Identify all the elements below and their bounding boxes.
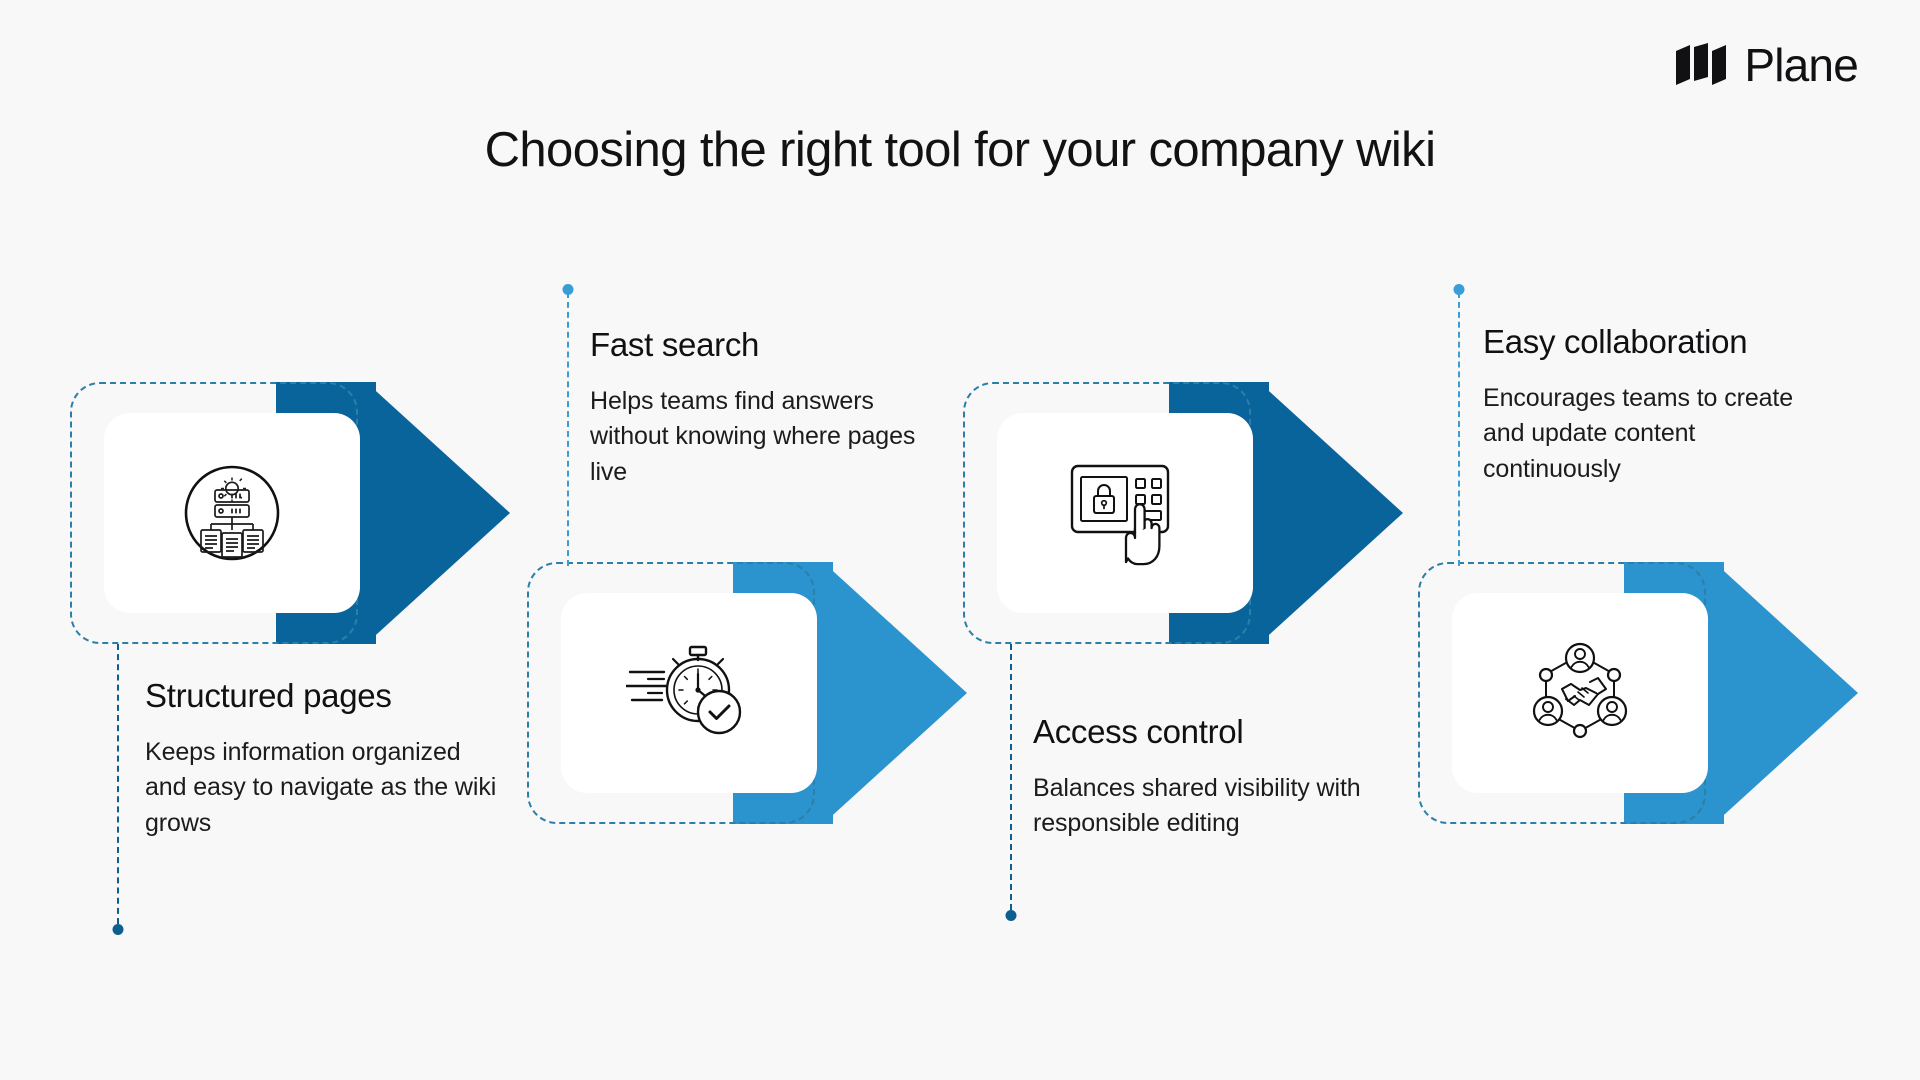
step-title: Structured pages <box>145 677 392 714</box>
step-description: Encourages teams to create and update co… <box>1483 383 1794 483</box>
stopwatch-check-icon <box>626 645 742 735</box>
step-text-access-control: Access control Balances shared visibilit… <box>1033 712 1383 842</box>
step-card-fast-search <box>527 562 967 824</box>
connector-line <box>567 292 569 566</box>
connector-structured-pages <box>112 644 124 940</box>
team-handshake-network-icon <box>1532 642 1628 739</box>
plane-logo-icon <box>1674 43 1730 87</box>
step-text-fast-search: Fast search Helps teams find answers wit… <box>590 325 930 490</box>
brand-name: Plane <box>1744 39 1858 91</box>
org-chart-gear-icon <box>184 465 280 561</box>
connector-access-control <box>1005 644 1017 924</box>
connector-line <box>1458 292 1460 566</box>
step-card-structured-pages <box>70 382 510 644</box>
step-description: Keeps information organized and easy to … <box>145 737 497 837</box>
icon-tile <box>1452 593 1708 793</box>
step-title: Access control <box>1033 713 1244 750</box>
connector-endpoint-dot <box>1005 910 1017 921</box>
page-title: Choosing the right tool for your company… <box>484 123 1436 177</box>
connector-line <box>117 644 119 924</box>
step-description: Balances shared visibility with responsi… <box>1033 773 1361 838</box>
connector-easy-collaboration <box>1453 284 1465 566</box>
connector-line <box>1010 644 1012 910</box>
keypad-lock-hand-icon <box>1070 464 1170 566</box>
brand-logo: Plane <box>1674 39 1859 91</box>
connector-endpoint-dot <box>562 284 574 295</box>
step-text-easy-collaboration: Easy collaboration Encourages teams to c… <box>1483 322 1813 487</box>
connector-endpoint-dot <box>1453 284 1465 295</box>
step-card-easy-collaboration <box>1418 562 1858 824</box>
icon-tile <box>104 413 360 613</box>
connector-endpoint-dot <box>112 924 124 935</box>
step-text-structured-pages: Structured pages Keeps information organ… <box>145 676 500 841</box>
step-card-access-control <box>963 382 1403 644</box>
step-title: Easy collaboration <box>1483 323 1748 360</box>
connector-fast-search <box>562 284 574 566</box>
step-title: Fast search <box>590 326 760 363</box>
icon-tile <box>997 413 1253 613</box>
step-description: Helps teams find answers without knowing… <box>590 386 916 486</box>
icon-tile <box>561 593 817 793</box>
